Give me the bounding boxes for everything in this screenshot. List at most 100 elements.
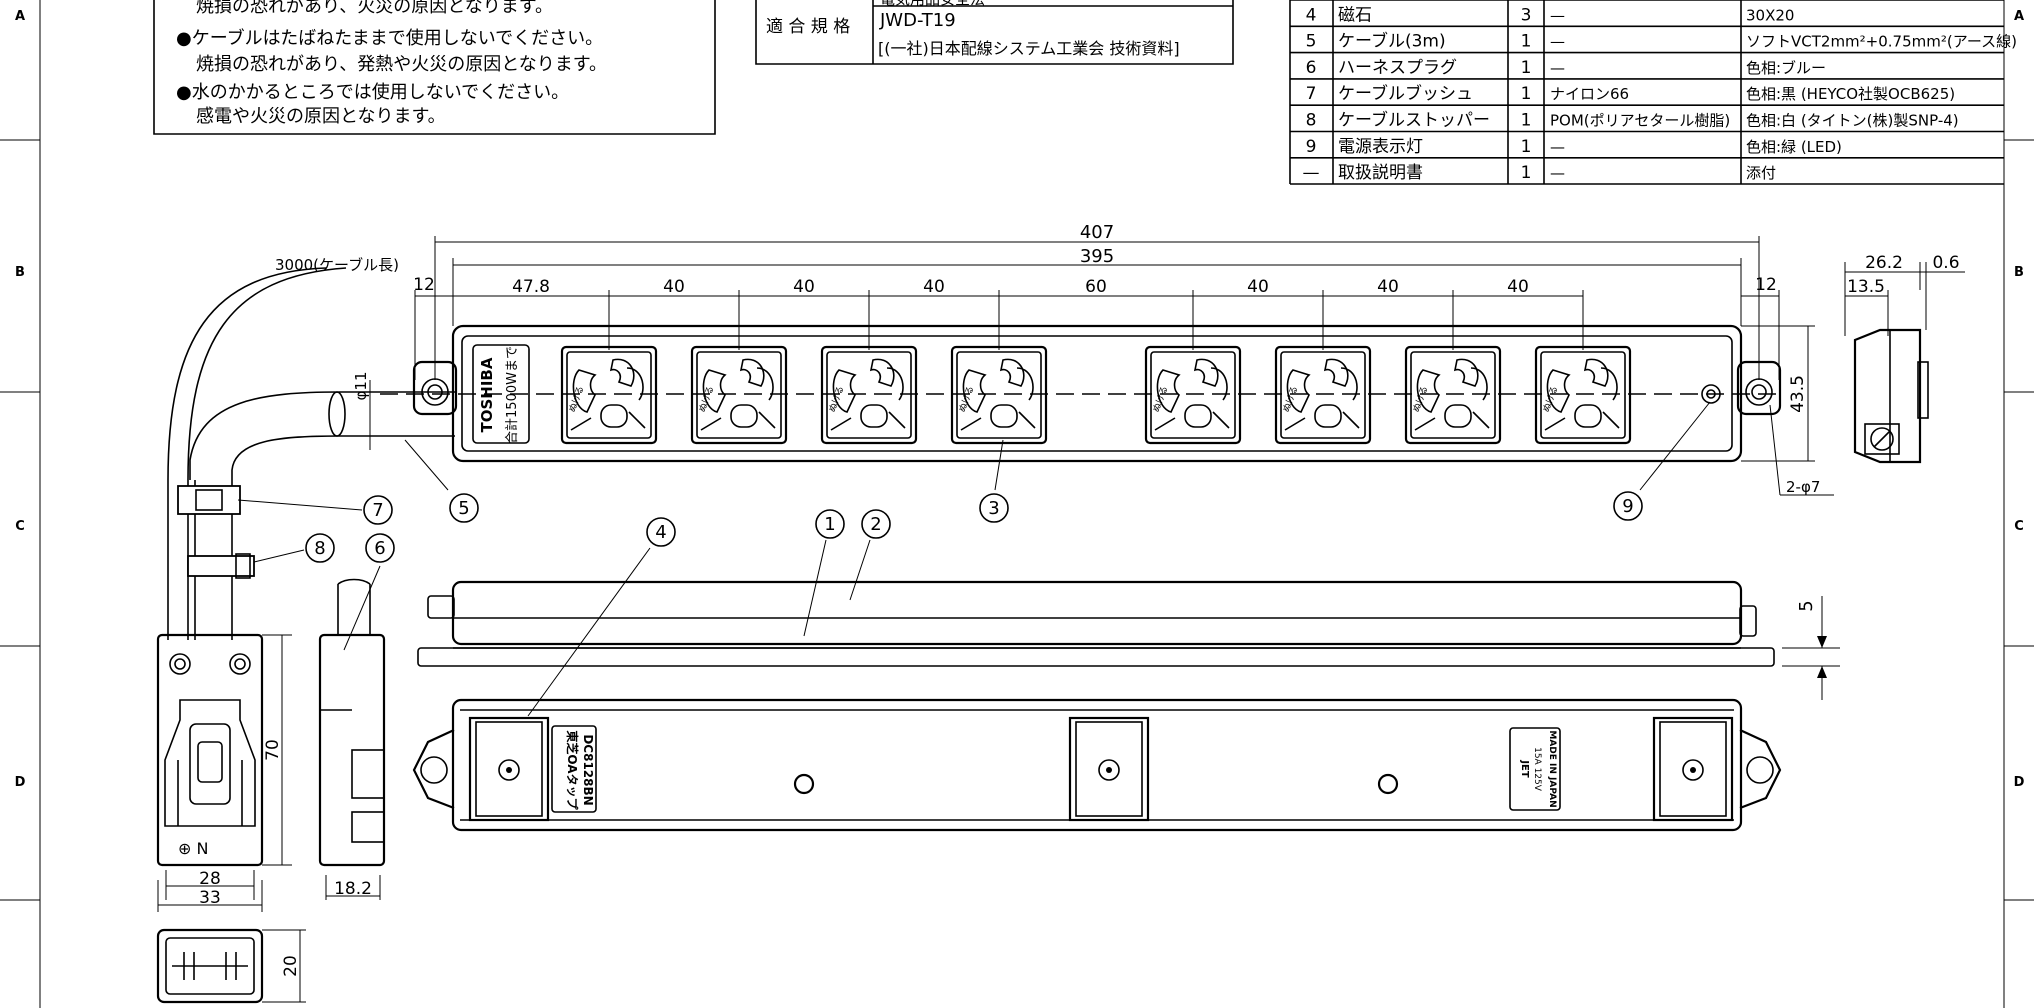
warning-line-5: 感電や火災の原因となります。	[196, 106, 446, 127]
callout-4-label: 4	[655, 522, 666, 543]
cable-stopper	[187, 555, 255, 577]
standard-partial-top: 電気用品安全法	[880, 0, 985, 8]
standard-box: 電気用品安全法 適 合 規 格 JWD-T19 [(一社)日本配線システム工業会…	[755, 0, 1234, 65]
outlet-3: ぬける	[820, 345, 918, 445]
dim-plug-height: 70	[263, 739, 283, 761]
dim-spacing-6: 40	[1377, 277, 1399, 297]
outlet-6-label: ぬける	[1281, 385, 1301, 414]
parts-row-0-qty: 3	[1521, 5, 1532, 25]
callout-9-label: 9	[1622, 496, 1633, 517]
parts-row-2-qty: 1	[1521, 58, 1532, 78]
outlet-7-label: ぬける	[1411, 385, 1431, 414]
parts-row-4-no: 8	[1306, 111, 1317, 131]
parts-row-6-name: 取扱説明書	[1338, 163, 1423, 183]
parts-row-0-no: 4	[1306, 5, 1317, 25]
callout-1-label: 1	[824, 514, 835, 535]
callout-1	[815, 509, 845, 539]
callout-4	[646, 517, 676, 547]
rear-screw-right	[1377, 773, 1399, 795]
outlet-1-label: ぬける	[567, 385, 587, 414]
callout-9	[1613, 491, 1643, 521]
dim-plug-width: 33	[199, 888, 221, 908]
parts-row-1-material: —	[1550, 33, 1565, 51]
parts-row-5-material: —	[1550, 138, 1565, 156]
dim-left-margin: 12	[413, 275, 435, 295]
parts-row-6-note: 添付	[1746, 164, 1776, 182]
dim-cable-diameter: φ11	[352, 372, 370, 401]
cable-bend-inner	[231, 435, 455, 480]
outlet-7: ぬける	[1404, 345, 1502, 445]
front-housing	[451, 580, 1743, 646]
dim-thickness: 5	[1796, 600, 1817, 611]
parts-row-6-material: —	[1550, 164, 1565, 182]
callout-7	[363, 495, 393, 525]
warning-line-1: 焼損の恐れがあり、火災の原因となります。	[196, 0, 553, 17]
brand-logo-text: TOSHIBA	[478, 357, 496, 432]
side-screw-icon	[1870, 427, 1894, 451]
rear-screw-left	[793, 773, 815, 795]
dim-plug-side-width: 18.2	[334, 879, 372, 899]
top-view: TOSHIBA 合計1500Wまで ぬけるぬけるぬけるぬけるぬけるぬけるぬけるぬ…	[167, 267, 1782, 640]
rear-label-model: DC8128BN	[581, 734, 595, 805]
outlet-3-label: ぬける	[827, 385, 847, 414]
dim-spacing-2: 40	[793, 277, 815, 297]
dim-right-margin: 12	[1755, 275, 1777, 295]
cable-outer-curve	[167, 267, 327, 481]
callout-3	[979, 493, 1009, 523]
outlet-5-label: ぬける	[1151, 385, 1171, 414]
outlet-2-label: ぬける	[697, 385, 717, 414]
magnet-right	[1652, 716, 1734, 822]
outlet-5: ぬける	[1144, 345, 1242, 445]
outlet-8: ぬける	[1534, 345, 1632, 445]
warnings-box: 焼損の恐れがあり、火災の原因となります。 ●ケーブルはたばねたままで使用しないで…	[153, 0, 716, 135]
rear-left-clip	[412, 729, 455, 810]
logo-plate	[472, 344, 530, 444]
parts-row-0-material: —	[1550, 6, 1565, 24]
callouts: 5 3 9 7 8 6 4 1 2	[237, 401, 1711, 717]
rear-view: 東芝OAタップ DC8128BN JET 15A 125V MADE IN JA…	[412, 698, 1782, 832]
parts-row-1-no: 5	[1306, 32, 1317, 52]
parts-row-0-note: 30X20	[1746, 6, 1794, 24]
parts-row-2-no: 6	[1306, 58, 1317, 78]
callout-5	[449, 493, 479, 523]
parts-row-2-name: ハーネスプラグ	[1338, 58, 1457, 78]
standard-value-1: JWD-T19	[879, 10, 956, 31]
parts-row-5-qty: 1	[1521, 137, 1532, 157]
parts-row-1-note: ソフトVCT2mm²+0.75mm²(アース線)	[1746, 33, 2017, 51]
parts-row-1-name: ケーブル(3m)	[1338, 31, 1446, 52]
parts-row-4-name: ケーブルストッパー	[1338, 110, 1490, 131]
callout-8-label: 8	[314, 538, 325, 559]
parts-row-2-note: 色相:ブルー	[1746, 59, 1826, 77]
outlet-1: ぬける	[560, 345, 658, 445]
callout-6	[365, 533, 395, 563]
dim-holes: 2-φ7	[1786, 478, 1820, 496]
side-view: 26.2 13.5 0.6	[1844, 253, 1965, 464]
magnet-left	[468, 716, 550, 822]
parts-row-4-qty: 1	[1521, 111, 1532, 131]
magnet-center	[1068, 716, 1150, 822]
callout-2-label: 2	[870, 514, 881, 535]
parts-row-6-qty: 1	[1521, 163, 1532, 183]
callout-8	[305, 533, 335, 563]
callout-6-label: 6	[374, 538, 385, 559]
zone-letter-a: A	[15, 9, 25, 24]
plug-end-view	[156, 928, 264, 1004]
parts-row-3-name: ケーブルブッシュ	[1338, 83, 1473, 104]
callout-7-label: 7	[372, 500, 383, 521]
zone-letter-d-right: D	[2014, 775, 2025, 790]
jet-rating: 15A 125V	[1532, 747, 1542, 792]
parts-row-4-material: POM(ポリアセタール樹脂)	[1550, 112, 1730, 130]
dim-plug-depth: 20	[281, 955, 301, 977]
parts-row-1-qty: 1	[1521, 32, 1532, 52]
parts-row-2-material: —	[1550, 59, 1565, 77]
dim-pitch-total: 395	[1080, 246, 1114, 267]
warning-line-3: 焼損の恐れがあり、発熱や火災の原因となります。	[196, 54, 607, 75]
zone-letter-a-right: A	[2014, 9, 2024, 24]
dim-spacing-3: 40	[923, 277, 945, 297]
side-screw-box	[1864, 423, 1900, 455]
outlet-8-label: ぬける	[1541, 385, 1561, 414]
plug-front	[156, 633, 264, 867]
dim-overall: 407	[1080, 222, 1114, 243]
